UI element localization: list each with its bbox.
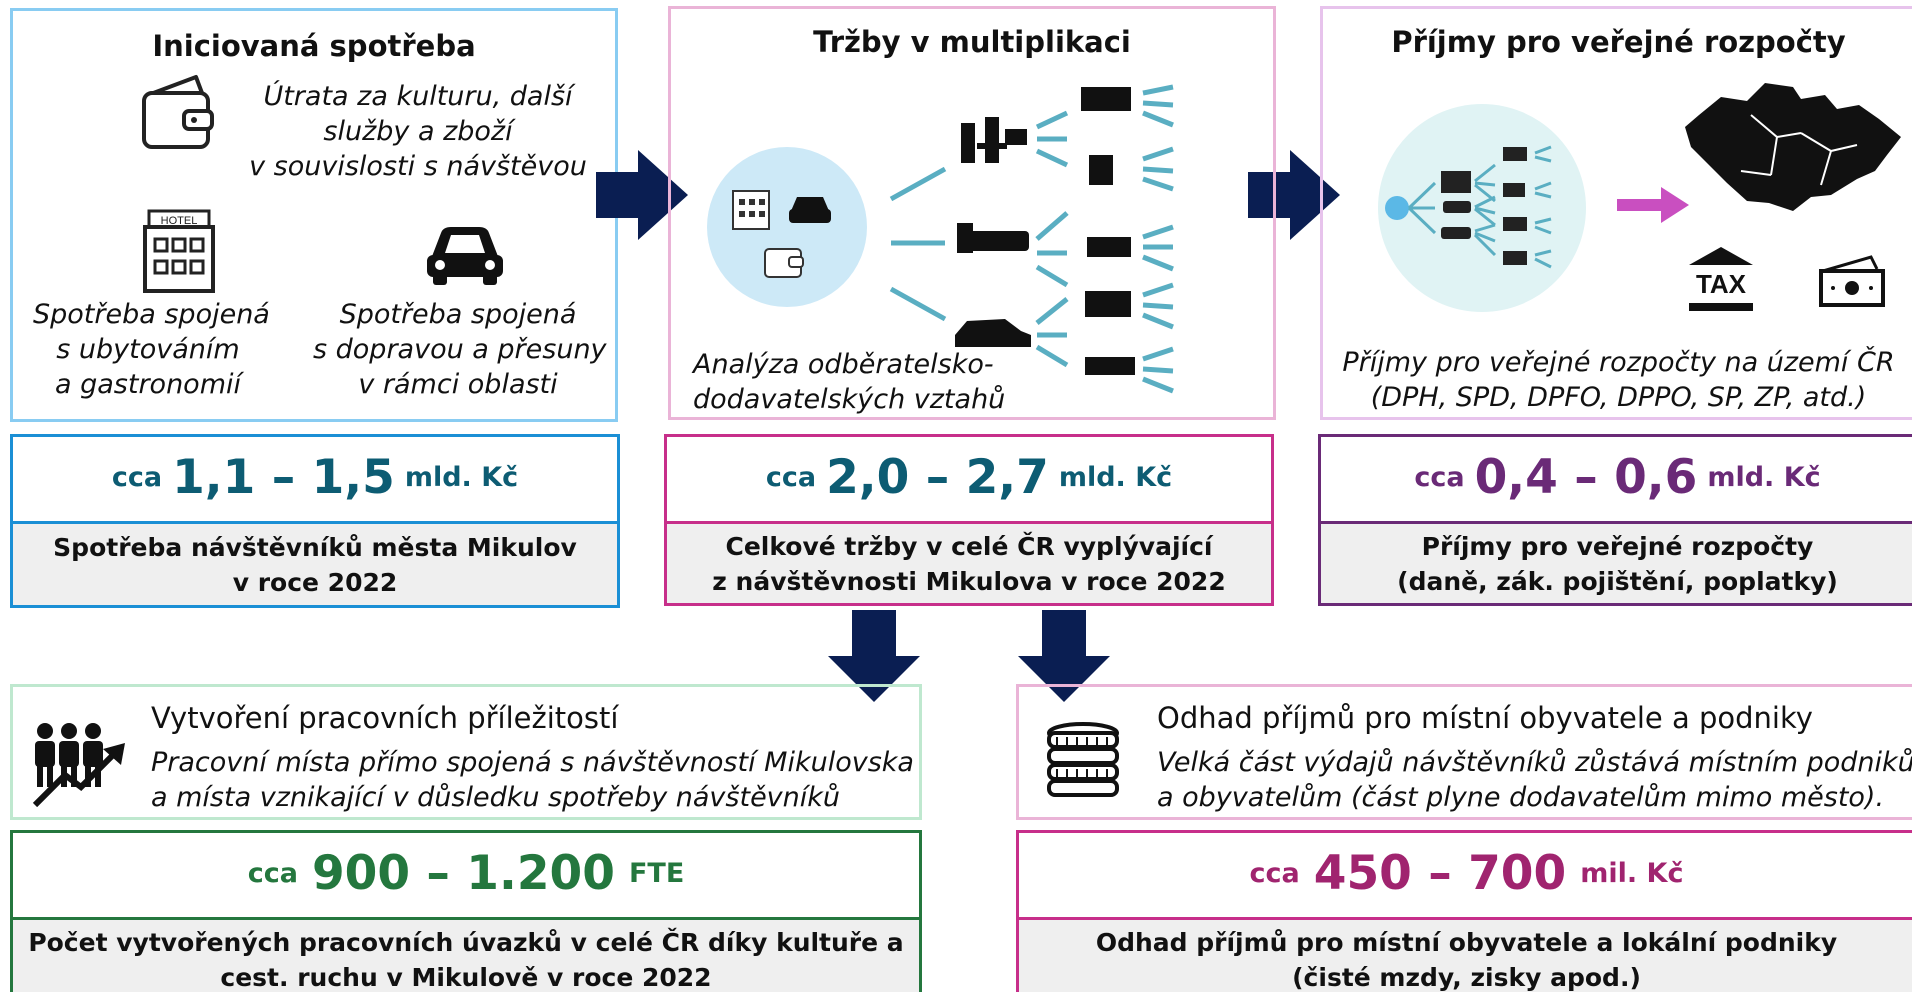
value-box-jobs: cca 900 – 1.200 FTE Počet vytvořených pr… <box>10 830 922 992</box>
income-unit: mil. Kč <box>1580 857 1684 889</box>
panel3-title: Příjmy pro veřejné rozpočty <box>1391 25 1846 59</box>
panel-local-income: Odhad příjmů pro místní obyvatele a podn… <box>1016 684 1912 820</box>
income-description: Odhad příjmů pro místní obyvatele a loká… <box>1019 917 1912 992</box>
panel1-title: Iniciovaná spotřeba <box>152 29 476 63</box>
coins-stack-icon <box>1043 721 1123 799</box>
income-prefix: cca <box>1249 857 1300 889</box>
panel-initiated-consumption: Iniciovaná spotřeba Útrata za kulturu, d… <box>10 8 618 422</box>
wallet-icon <box>764 248 804 278</box>
car-icon <box>423 219 507 287</box>
wallet-icon <box>138 73 220 153</box>
czech-map-icon <box>1681 75 1905 217</box>
panel-public-budgets: Příjmy pro veřejné rozpočty <box>1320 6 1912 420</box>
panel2-title: Tržby v multiplikaci <box>813 25 1131 59</box>
right-arrow-icon <box>596 150 688 240</box>
multiplier-circle <box>705 145 869 309</box>
value1-prefix: cca <box>111 461 163 493</box>
tax-building-icon: TAX <box>1685 245 1757 315</box>
supply-chain-diagram <box>881 73 1271 403</box>
value-box-local-income: cca 450 – 700 mil. Kč Odhad příjmů pro m… <box>1016 830 1912 992</box>
right-arrow-icon <box>1617 185 1689 225</box>
panel-jobs: Vytvoření pracovních příležitostí Pracov… <box>10 684 922 820</box>
right-arrow-icon <box>1248 150 1340 240</box>
value-box-public-budgets: cca 0,4 – 0,6 mld. Kč Příjmy pro veřejné… <box>1318 434 1912 606</box>
hotel-icon <box>732 190 770 230</box>
car-icon <box>789 197 831 223</box>
tax-label: TAX <box>1696 269 1747 299</box>
income-number: 450 – 700 <box>1313 845 1567 901</box>
value3-unit: mld. Kč <box>1707 461 1821 493</box>
jobs-title: Vytvoření pracovních příležitostí <box>151 701 619 735</box>
jobs-number: 900 – 1.200 <box>311 845 615 901</box>
value1-number: 1,1 – 1,5 <box>172 449 395 505</box>
value1-unit: mld. Kč <box>404 461 519 493</box>
down-arrow-icon <box>1018 610 1110 702</box>
value3-description: Příjmy pro veřejné rozpočty(daně, zák. p… <box>1321 521 1912 603</box>
income-title: Odhad příjmů pro místní obyvatele a podn… <box>1157 701 1813 735</box>
value-box-revenue: cca 2,0 – 2,7 mld. Kč Celkové tržby v ce… <box>664 434 1274 606</box>
jobs-unit: FTE <box>628 857 685 889</box>
jobs-description: Počet vytvořených pracovních úvazků v ce… <box>13 917 919 992</box>
hotel-sign-label: HOTEL <box>161 215 198 227</box>
jobs-prefix: cca <box>247 857 298 889</box>
value2-number: 2,0 – 2,7 <box>826 449 1049 505</box>
income-text: Velká část výdajů návštěvníků zůstává mí… <box>1157 747 1912 813</box>
value2-prefix: cca <box>765 461 817 493</box>
cash-icon <box>1817 253 1887 309</box>
jobs-text: Pracovní místa přímo spojená s návštěvno… <box>151 747 914 813</box>
value2-unit: mld. Kč <box>1058 461 1173 493</box>
panel-multiplier-revenue: Tržby v multiplikaci <box>668 6 1276 420</box>
budget-flow-circle <box>1375 101 1589 315</box>
hotel-icon: HOTEL <box>139 209 219 295</box>
people-growth-icon <box>31 721 131 807</box>
value3-prefix: cca <box>1414 461 1465 493</box>
panel3-text: Příjmy pro veřejné rozpočty na území ČR(… <box>1342 347 1895 413</box>
down-arrow-icon <box>828 610 920 702</box>
panel2-text: Analýza odběratelsko-dodavatelských vzta… <box>693 349 1006 415</box>
value3-number: 0,4 – 0,6 <box>1474 449 1698 505</box>
value-box-consumption: cca 1,1 – 1,5 mld. Kč Spotřeba návštěvní… <box>10 434 620 608</box>
